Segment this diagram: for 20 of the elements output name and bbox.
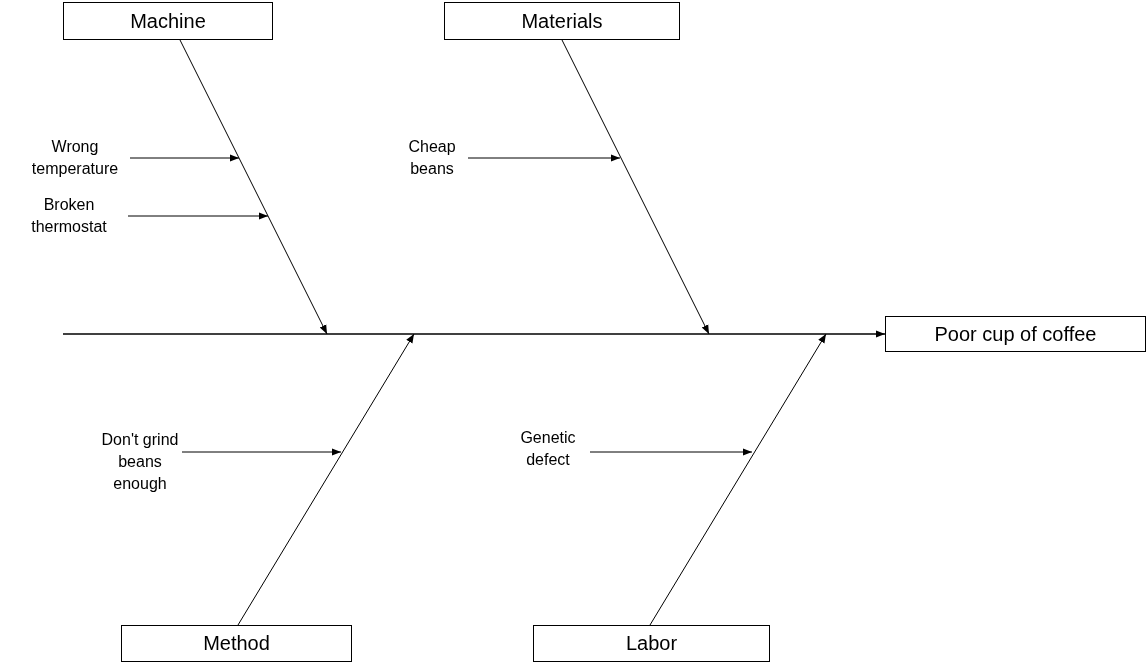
cause-label: Cheap beans [396, 136, 468, 180]
spine-arrow [62, 330, 886, 338]
arrow [589, 448, 753, 456]
arrow [649, 333, 827, 626]
cause-label: Genetic defect [506, 427, 590, 471]
arrow [129, 154, 240, 162]
arrow [561, 39, 710, 335]
category-box: Method [121, 625, 352, 662]
cause-label: Don't grind beans enough [98, 429, 182, 517]
cause-label: Wrong temperature [20, 136, 130, 180]
arrow [179, 39, 328, 335]
arrow [467, 154, 621, 162]
cause-label: Broken thermostat [10, 194, 128, 238]
arrow [237, 333, 415, 626]
effect-box: Poor cup of coffee [885, 316, 1146, 352]
category-box: Machine [63, 2, 273, 40]
arrow [127, 212, 269, 220]
category-box: Materials [444, 2, 680, 40]
category-box: Labor [533, 625, 770, 662]
arrow [181, 448, 342, 456]
